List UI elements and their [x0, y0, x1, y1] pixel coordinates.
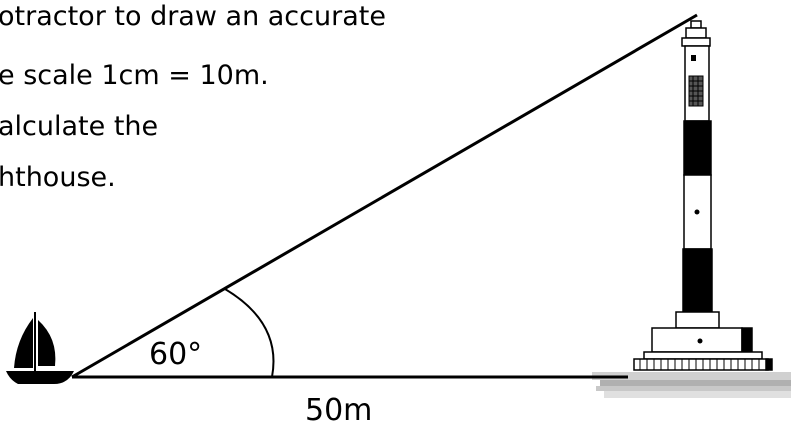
- lighthouse-railing-bars: [639, 359, 760, 370]
- base-length-label: 50m: [305, 393, 372, 423]
- instructions-text: otractor to draw an accurate e scale 1cm…: [0, 0, 520, 200]
- lighthouse-stripe-dark-1: [683, 120, 712, 176]
- lighthouse-gallery: [681, 37, 711, 47]
- lighthouse-railing-shadow: [765, 358, 773, 371]
- water-area: [592, 372, 791, 398]
- instruction-line-4: hthouse.: [0, 162, 116, 193]
- lighthouse-lantern: [685, 27, 707, 39]
- hypotenuse-line: [71, 13, 698, 379]
- lighthouse-grille: [688, 75, 704, 107]
- instruction-line-2: e scale 1cm = 10m.: [0, 60, 269, 91]
- lighthouse-lantern-cap: [690, 20, 702, 29]
- water-band-1: [592, 372, 791, 380]
- lighthouse-base-door: [697, 338, 703, 344]
- lighthouse-icon: [633, 20, 773, 371]
- instruction-line-3: alculate the: [0, 111, 159, 142]
- lighthouse-stripe-dark-2: [682, 248, 713, 313]
- lighthouse-base-tier-1: [675, 311, 720, 329]
- lighthouse-base-tier-2: [651, 327, 743, 353]
- angle-label: 60°: [149, 337, 202, 372]
- angle-arc: [224, 288, 275, 378]
- instruction-line-1: otractor to draw an accurate: [0, 1, 386, 32]
- lighthouse-base-shadow: [741, 327, 753, 353]
- lighthouse-window: [691, 55, 696, 61]
- water-band-3: [596, 386, 791, 391]
- water-band-2: [600, 380, 791, 386]
- lighthouse-plinth: [643, 351, 763, 360]
- lighthouse-porthole: [694, 209, 700, 215]
- water-band-4: [604, 391, 791, 398]
- sailboat-icon: [6, 312, 74, 384]
